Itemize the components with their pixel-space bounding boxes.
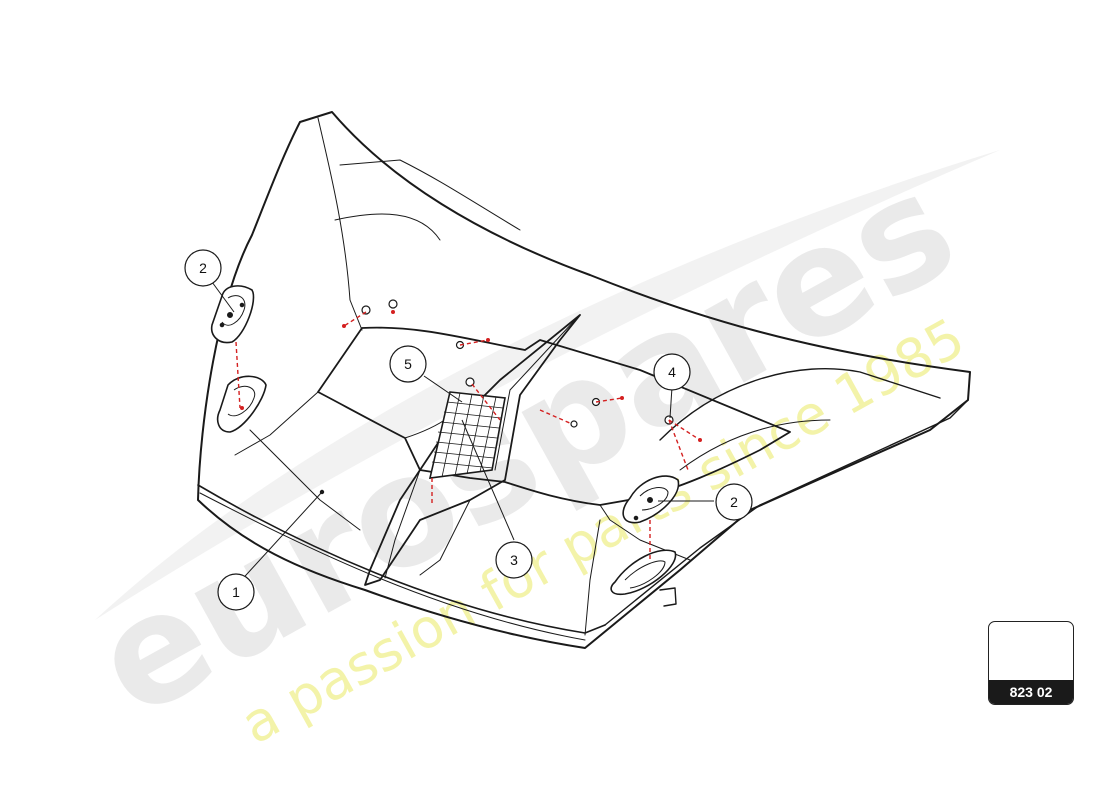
callout-2a[interactable]: 2 xyxy=(184,249,222,287)
callout-1[interactable]: 1 xyxy=(217,573,255,611)
diagram-number-label: 823 02 xyxy=(989,680,1073,704)
callout-3-label: 3 xyxy=(510,552,518,568)
callout-2a-label: 2 xyxy=(199,260,207,276)
callout-1-anchor xyxy=(319,489,325,495)
watermark: eurospares a passion for parts since 198… xyxy=(68,139,1000,756)
callout-3[interactable]: 3 xyxy=(495,541,533,579)
diagram-number-badge: 823 02 xyxy=(988,621,1074,705)
air-scoop-left xyxy=(210,285,267,433)
callout-4-label: 4 xyxy=(668,364,676,380)
callout-4[interactable]: 4 xyxy=(653,353,691,391)
callout-5-label: 5 xyxy=(404,356,412,372)
air-scoop-right xyxy=(610,475,680,596)
engine-cover-front-lip xyxy=(197,484,606,634)
callout-5[interactable]: 5 xyxy=(389,345,427,383)
callout-2b[interactable]: 2 xyxy=(715,483,753,521)
assembly-leaders xyxy=(235,311,701,560)
vent-grille xyxy=(428,391,506,479)
callout-leaders xyxy=(211,281,714,587)
watermark-brand: eurospares xyxy=(68,139,982,751)
callout-1-label: 1 xyxy=(232,584,240,600)
leader-ends xyxy=(240,310,702,442)
callout-2b-label: 2 xyxy=(730,494,738,510)
